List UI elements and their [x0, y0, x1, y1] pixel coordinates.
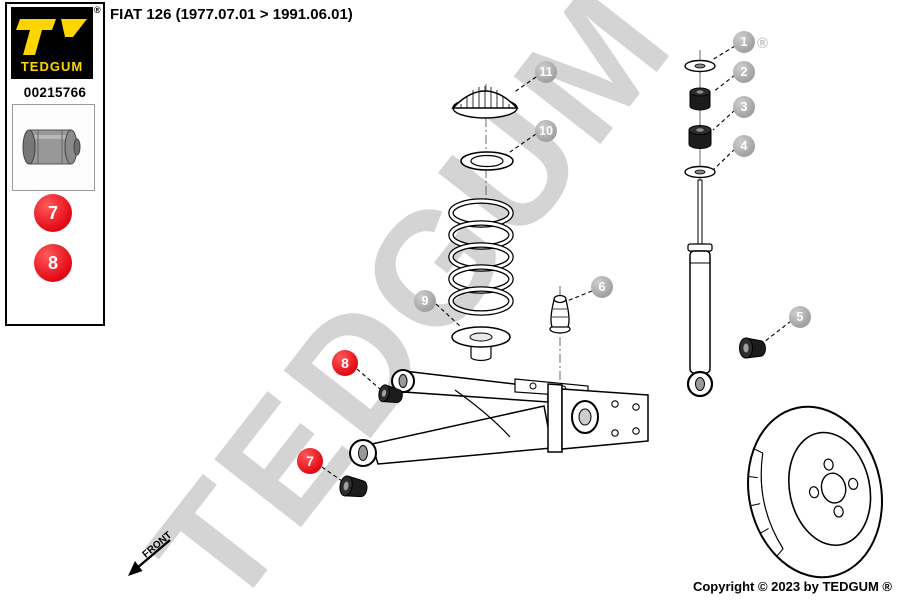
- part-number: 00215766: [23, 85, 87, 100]
- arm-bushing-upper: [378, 384, 403, 404]
- watermark-reg: ®: [757, 35, 768, 52]
- callout-10: 10: [535, 120, 557, 142]
- brand-logo: TEDGUM: [11, 7, 93, 79]
- info-panel: TEDGUM ® 00215766 7 8: [5, 2, 105, 326]
- watermark: TEDGUM ®: [116, 0, 768, 600]
- coil-spring: [448, 198, 514, 316]
- callout-4: 4: [733, 135, 755, 157]
- spring-washer: [460, 151, 514, 171]
- callout-1: 1: [733, 31, 755, 53]
- bushing-photo-icon: [22, 129, 81, 165]
- spring-seat: [451, 326, 511, 362]
- part-photo: [12, 104, 95, 191]
- shock-bushing: [739, 337, 766, 359]
- wheel: [747, 405, 883, 579]
- watermark-text: TEDGUM: [116, 0, 706, 600]
- callout-5: 5: [789, 306, 811, 328]
- shock-mount-stack: [684, 59, 716, 179]
- arm-bushing-lower: [339, 475, 368, 498]
- callout-7: 7: [297, 448, 323, 474]
- bump-stop: [549, 294, 571, 334]
- brand-name: TEDGUM: [21, 59, 83, 74]
- callout-11: 11: [535, 61, 557, 83]
- panel-badge-8: 8: [34, 244, 72, 282]
- callout-6: 6: [591, 276, 613, 298]
- leader-lines: [321, 45, 792, 482]
- panel-badge-7: 7: [34, 194, 72, 232]
- callout-9: 9: [414, 290, 436, 312]
- diagram-title: FIAT 126 (1977.07.01 > 1991.06.01): [110, 6, 353, 23]
- copyright-notice: Copyright © 2023 by TEDGUM ®: [692, 579, 892, 594]
- callout-2: 2: [733, 61, 755, 83]
- callout-8: 8: [332, 350, 358, 376]
- trailing-arm: [349, 369, 649, 467]
- registered-trademark: ®: [94, 5, 101, 15]
- shock-absorber: [686, 179, 714, 398]
- callout-3: 3: [733, 96, 755, 118]
- upper-spring-mount: [451, 86, 519, 119]
- arrow-head-icon: [128, 561, 143, 576]
- tedgum-logo-icon: TEDGUM: [16, 19, 87, 74]
